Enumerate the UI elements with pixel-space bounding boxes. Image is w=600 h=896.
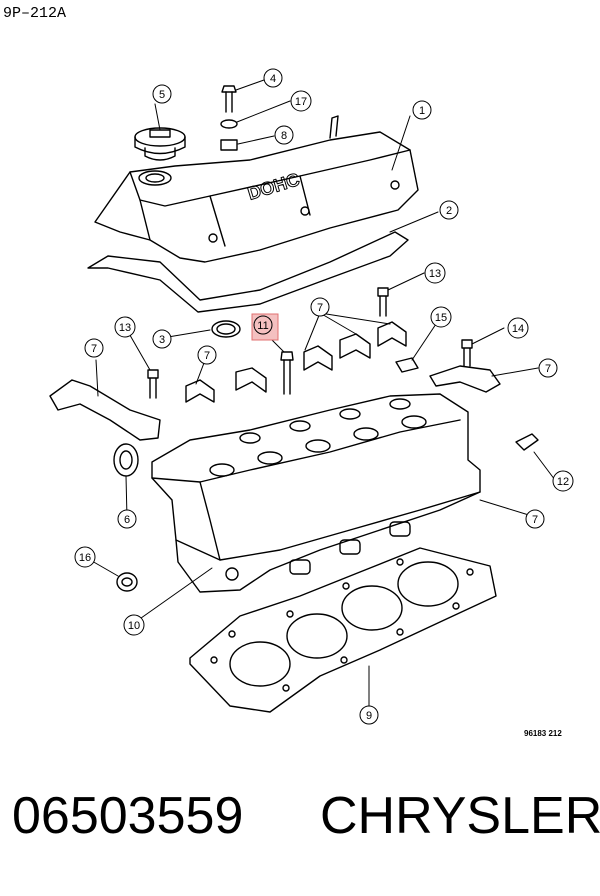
callout-7e: 7 bbox=[525, 509, 545, 529]
svg-text:17: 17 bbox=[295, 96, 307, 108]
svg-text:7: 7 bbox=[91, 343, 97, 355]
bolt-washer bbox=[220, 119, 238, 129]
bolt-grommet bbox=[220, 139, 238, 151]
callout-7b: 7 bbox=[197, 345, 217, 365]
sensor-bolt bbox=[461, 339, 473, 367]
footer: 06503559 CHRYSLER bbox=[0, 786, 600, 866]
cylinder-head-bolt bbox=[280, 351, 294, 395]
exploded-parts-diagram: DOHC bbox=[49, 68, 574, 725]
callout-14: 14 bbox=[507, 317, 529, 339]
svg-text:10: 10 bbox=[128, 620, 140, 632]
callout-9: 9 bbox=[359, 705, 379, 725]
callout-1: 1 bbox=[412, 100, 432, 120]
oil-filler-cap bbox=[134, 127, 186, 161]
callout-6: 6 bbox=[117, 509, 137, 529]
plug-seal bbox=[116, 572, 138, 592]
svg-text:7: 7 bbox=[545, 363, 551, 375]
diagram-code: 9P–212A bbox=[3, 5, 67, 22]
callouts: 1 2 3 4 5 6 7 7 7 7 7 8 9 10 11 12 13 13… bbox=[74, 68, 574, 725]
cover-bolt bbox=[221, 85, 237, 113]
cylinder-head bbox=[151, 393, 481, 593]
callout-12: 12 bbox=[552, 470, 574, 492]
svg-text:15: 15 bbox=[435, 312, 447, 324]
callout-5: 5 bbox=[152, 84, 172, 104]
callout-13a: 13 bbox=[424, 262, 446, 284]
svg-text:6: 6 bbox=[124, 514, 130, 526]
callout-4: 4 bbox=[263, 68, 283, 88]
svg-text:14: 14 bbox=[512, 323, 524, 335]
callout-7c: 7 bbox=[310, 297, 330, 317]
svg-text:12: 12 bbox=[557, 476, 569, 488]
brand-name: CHRYSLER bbox=[320, 787, 600, 845]
valve-cover-gasket bbox=[87, 231, 409, 313]
cover-label: DOHC bbox=[245, 169, 302, 204]
diagram-reference: 96183 212 bbox=[524, 729, 562, 738]
callout-16: 16 bbox=[74, 546, 96, 568]
svg-text:5: 5 bbox=[159, 89, 165, 101]
callout-8: 8 bbox=[274, 125, 294, 145]
callout-11-highlighted: 11 bbox=[251, 313, 279, 341]
svg-text:11: 11 bbox=[257, 320, 268, 332]
bearing-cap-bolt bbox=[147, 287, 389, 399]
cam-sensor-pickup bbox=[395, 357, 419, 373]
svg-text:2: 2 bbox=[446, 205, 452, 217]
leader-lines bbox=[84, 79, 556, 713]
svg-text:13: 13 bbox=[429, 268, 441, 280]
callout-17: 17 bbox=[290, 90, 312, 112]
svg-text:4: 4 bbox=[270, 73, 276, 85]
callout-10: 10 bbox=[123, 614, 145, 636]
svg-text:8: 8 bbox=[281, 130, 287, 142]
svg-text:7: 7 bbox=[204, 350, 210, 362]
svg-text:13: 13 bbox=[119, 322, 131, 334]
temperature-sensor bbox=[515, 433, 539, 451]
camshaft-seal bbox=[211, 320, 241, 338]
svg-text:1: 1 bbox=[419, 105, 425, 117]
callout-3: 3 bbox=[152, 329, 172, 349]
svg-text:7: 7 bbox=[532, 514, 538, 526]
svg-text:9: 9 bbox=[366, 710, 372, 722]
callout-13b: 13 bbox=[114, 316, 136, 338]
svg-text:3: 3 bbox=[159, 334, 165, 346]
callout-15: 15 bbox=[430, 306, 452, 328]
head-gasket bbox=[189, 547, 497, 713]
front-cam-seal bbox=[113, 443, 139, 477]
svg-text:16: 16 bbox=[79, 552, 91, 564]
callout-7d: 7 bbox=[538, 358, 558, 378]
valve-cover bbox=[94, 115, 419, 263]
part-number: 06503559 bbox=[12, 787, 244, 845]
callout-7a: 7 bbox=[84, 338, 104, 358]
callout-2: 2 bbox=[439, 200, 459, 220]
svg-text:7: 7 bbox=[317, 302, 323, 314]
